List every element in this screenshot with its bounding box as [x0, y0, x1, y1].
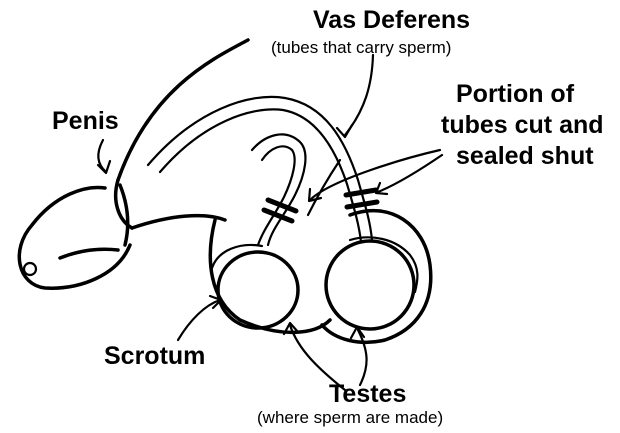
scrotum-shape [210, 211, 430, 343]
penis-shape [19, 40, 248, 288]
testes-note: (where sperm are made) [257, 408, 443, 427]
scrotum-label: Scrotum [104, 342, 205, 370]
vas-deferens-label: Vas Deferens [313, 6, 470, 34]
testes-label: Testes [329, 380, 406, 408]
portion-label-line3: sealed shut [456, 142, 594, 170]
vas-deferens-tubes [148, 97, 372, 245]
tube-cut-marks [264, 190, 377, 221]
portion-label-line2: tubes cut and [441, 111, 604, 139]
portion-label-line1: Portion of [456, 80, 575, 108]
penis-label: Penis [52, 107, 119, 135]
vas-deferens-note: (tubes that carry sperm) [271, 38, 451, 57]
testes-shapes [212, 237, 417, 329]
